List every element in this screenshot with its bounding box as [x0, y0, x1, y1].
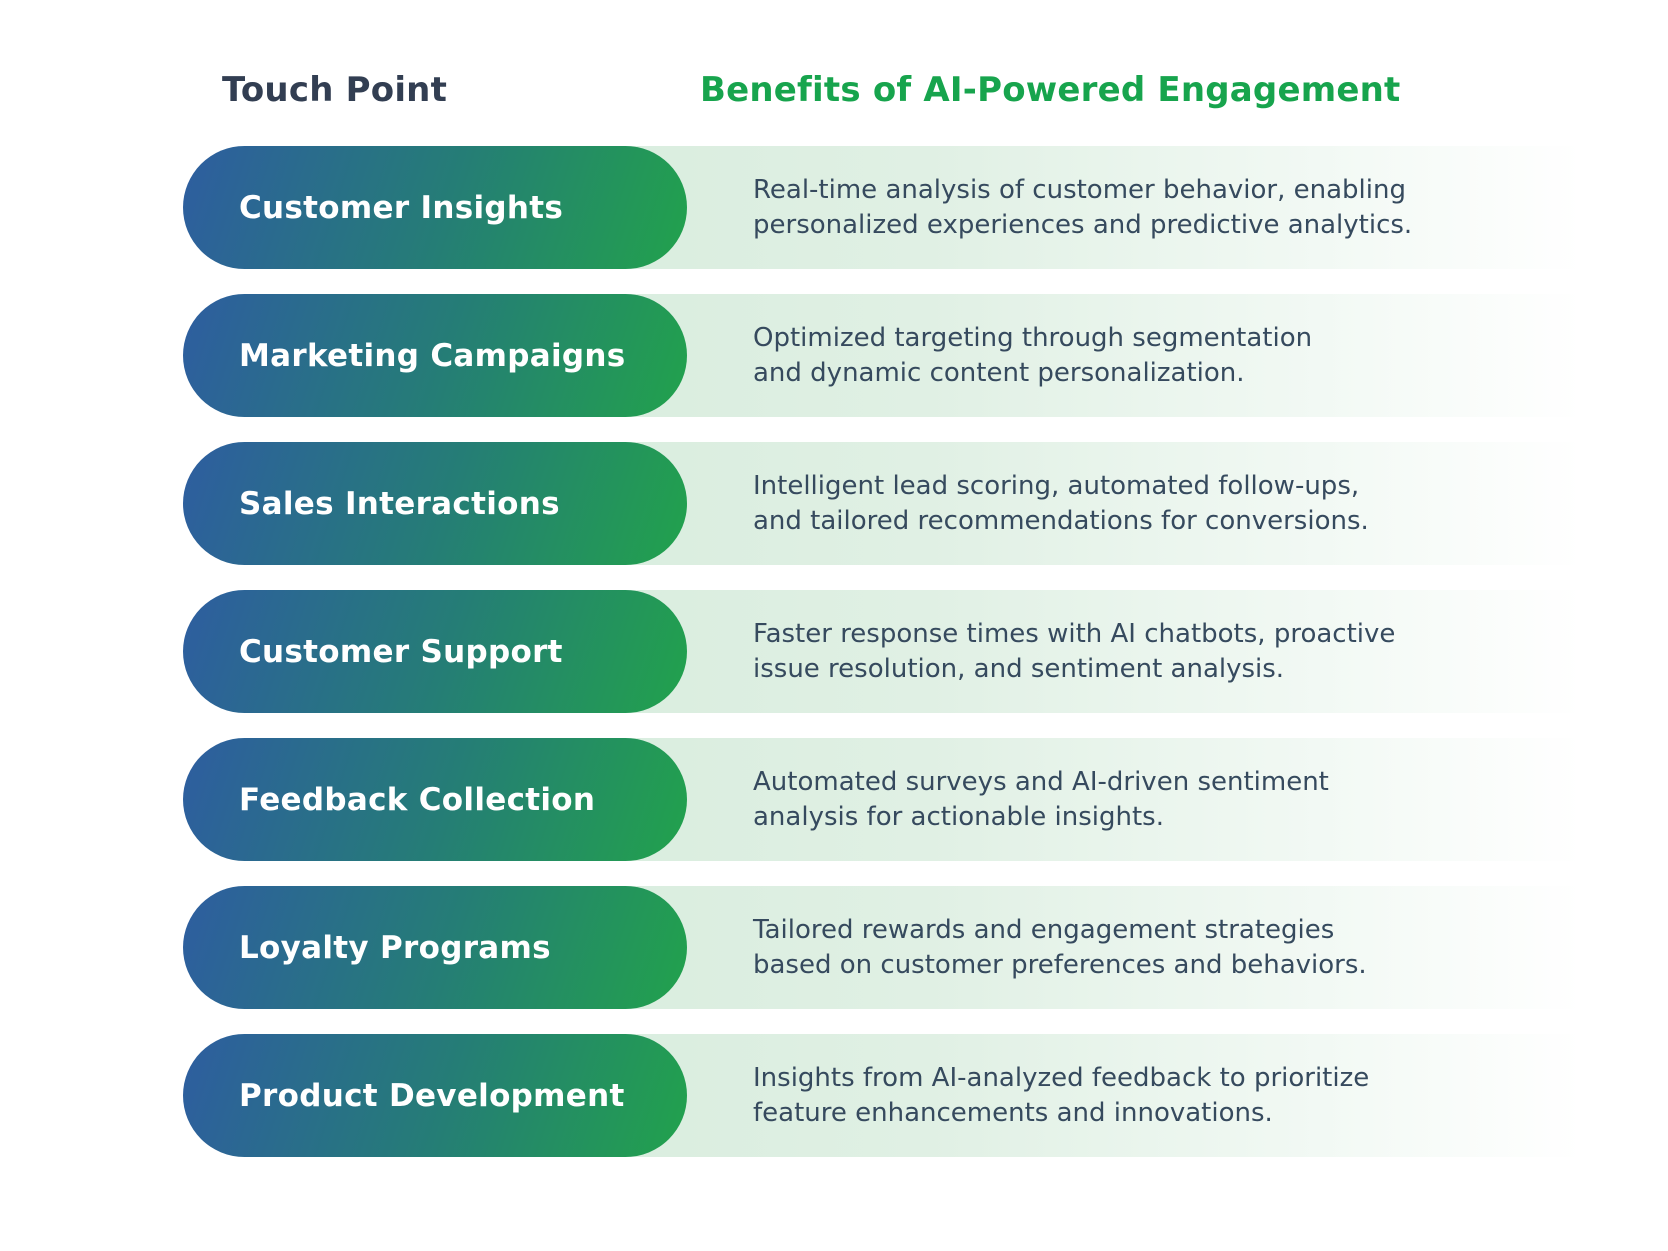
table-rows: Customer Insights Real-time analysis of … [0, 146, 1668, 1182]
column-header-benefits: Benefits of AI-Powered Engagement [700, 70, 1401, 110]
benefit-line: and tailored recommendations for convers… [753, 505, 1369, 536]
touch-point-label: Marketing Campaigns [239, 337, 626, 374]
column-header-touch-point: Touch Point [222, 70, 448, 110]
benefit-line: Tailored rewards and engagement strategi… [753, 914, 1335, 945]
touch-point-label: Sales Interactions [239, 485, 560, 522]
benefit-line: feature enhancements and innovations. [753, 1097, 1273, 1128]
table-row: Product Development Insights from AI-ana… [0, 1034, 1668, 1157]
benefit-line: personalized experiences and predictive … [753, 209, 1413, 240]
table-row: Customer Support Faster response times w… [0, 590, 1668, 713]
benefit-text: Real-time analysis of customer behavior,… [753, 173, 1412, 243]
touch-point-pill: Customer Insights [183, 146, 687, 269]
benefit-text: Optimized targeting through segmentation… [753, 321, 1312, 391]
benefit-line: issue resolution, and sentiment analysis… [753, 653, 1285, 684]
touch-point-label: Product Development [239, 1077, 625, 1114]
benefit-line: Insights from AI-analyzed feedback to pr… [753, 1062, 1370, 1093]
benefit-line: and dynamic content personalization. [753, 357, 1245, 388]
benefit-line: Real-time analysis of customer behavior,… [753, 174, 1406, 205]
benefit-line: analysis for actionable insights. [753, 801, 1164, 832]
touch-point-pill: Sales Interactions [183, 442, 687, 565]
benefit-line: based on customer preferences and behavi… [753, 949, 1367, 980]
touch-point-pill: Customer Support [183, 590, 687, 713]
touch-point-pill: Marketing Campaigns [183, 294, 687, 417]
touch-point-label: Customer Insights [239, 189, 564, 226]
benefit-text: Faster response times with AI chatbots, … [753, 617, 1395, 687]
benefit-text: Tailored rewards and engagement strategi… [753, 913, 1367, 983]
table-row: Sales Interactions Intelligent lead scor… [0, 442, 1668, 565]
touch-point-pill: Product Development [183, 1034, 687, 1157]
table-header: Touch Point Benefits of AI-Powered Engag… [0, 70, 1668, 114]
touch-point-label: Customer Support [239, 633, 563, 670]
touch-point-pill: Feedback Collection [183, 738, 687, 861]
benefit-line: Faster response times with AI chatbots, … [753, 618, 1396, 649]
touch-point-label: Loyalty Programs [239, 929, 551, 966]
touch-point-label: Feedback Collection [239, 781, 596, 818]
table-row: Feedback Collection Automated surveys an… [0, 738, 1668, 861]
table-row: Customer Insights Real-time analysis of … [0, 146, 1668, 269]
benefit-text: Insights from AI-analyzed feedback to pr… [753, 1061, 1369, 1131]
benefit-text: Automated surveys and AI-driven sentimen… [753, 765, 1329, 835]
table-row: Marketing Campaigns Optimized targeting … [0, 294, 1668, 417]
table-row: Loyalty Programs Tailored rewards and en… [0, 886, 1668, 1009]
touch-point-pill: Loyalty Programs [183, 886, 687, 1009]
benefit-line: Intelligent lead scoring, automated foll… [753, 470, 1360, 501]
benefit-line: Optimized targeting through segmentation [753, 322, 1313, 353]
benefit-text: Intelligent lead scoring, automated foll… [753, 469, 1369, 539]
benefit-line: Automated surveys and AI-driven sentimen… [753, 766, 1329, 797]
